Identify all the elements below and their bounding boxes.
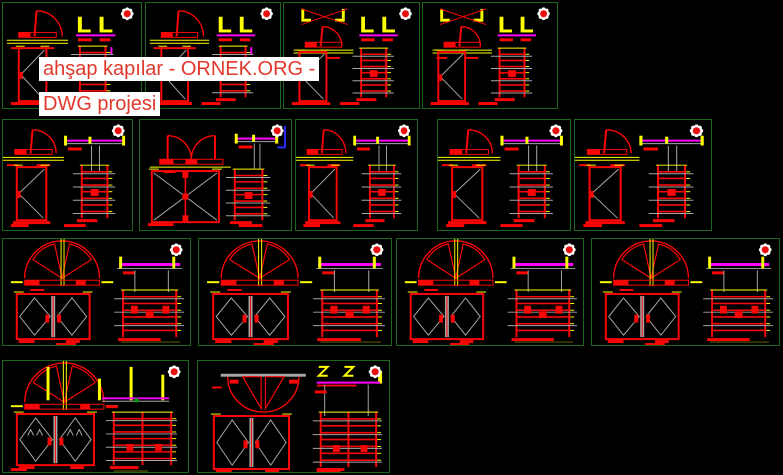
cad-sheet-panel-sheet-14 bbox=[2, 360, 189, 473]
door-drawing-double-x bbox=[147, 124, 287, 228]
door-drawing-single-b bbox=[3, 124, 126, 228]
door-drawing-arch-double bbox=[404, 239, 578, 345]
compass-flower-icon bbox=[689, 124, 704, 138]
cad-sheet-panel-sheet-13 bbox=[591, 238, 780, 346]
door-drawing-arch-double bbox=[207, 239, 385, 345]
compass-flower-icon bbox=[169, 243, 183, 257]
compass-flower-icon bbox=[167, 365, 181, 379]
cad-sheet-panel-sheet-5 bbox=[2, 119, 133, 231]
cad-sheet-panel-sheet-1 bbox=[2, 2, 142, 109]
door-drawing-arch-double bbox=[10, 239, 185, 345]
cad-sheet-panel-sheet-2 bbox=[145, 2, 281, 109]
door-drawing-single-a-x bbox=[291, 7, 412, 106]
compass-flower-icon bbox=[537, 7, 550, 21]
door-drawing-single-b bbox=[575, 124, 704, 228]
door-drawing-single-a bbox=[149, 7, 273, 106]
cad-sheet-panel-sheet-11 bbox=[198, 238, 392, 346]
cad-sheet-panel-sheet-9 bbox=[574, 119, 712, 231]
cad-sheet-panel-sheet-4 bbox=[422, 2, 558, 109]
door-drawing-single-b bbox=[296, 124, 411, 228]
door-drawing-arch-double bbox=[599, 239, 774, 345]
compass-flower-icon bbox=[549, 124, 563, 138]
compass-flower-icon bbox=[260, 7, 273, 21]
cad-sheet-panel-sheet-6 bbox=[139, 119, 292, 231]
watermark-title-line2: DWG projesi bbox=[39, 92, 161, 116]
door-drawing-single-b bbox=[438, 124, 563, 228]
compass-flower-icon bbox=[399, 7, 412, 21]
compass-flower-icon bbox=[370, 243, 384, 257]
door-drawing-arch-wide bbox=[10, 361, 181, 472]
watermark-title-line1: ahşap kapılar - ORNEK.ORG - bbox=[39, 57, 320, 81]
cad-sheet-panel-sheet-15 bbox=[197, 360, 390, 473]
cad-sheet-panel-sheet-8 bbox=[437, 119, 571, 231]
compass-flower-icon bbox=[120, 7, 134, 21]
compass-flower-icon bbox=[562, 243, 576, 257]
compass-flower-icon bbox=[368, 365, 382, 379]
cad-sheet-panel-sheet-12 bbox=[396, 238, 584, 346]
door-drawing-fan-double bbox=[210, 365, 383, 472]
cad-sheet-panel-sheet-3 bbox=[283, 2, 420, 109]
door-drawing-single-a-x bbox=[430, 7, 550, 106]
compass-flower-icon bbox=[270, 124, 284, 138]
cad-sheet-panel-sheet-10 bbox=[2, 238, 191, 346]
compass-flower-icon bbox=[758, 243, 772, 257]
cad-sheet-panel-sheet-7 bbox=[295, 119, 418, 231]
compass-flower-icon bbox=[398, 124, 411, 138]
compass-flower-icon bbox=[111, 124, 125, 138]
